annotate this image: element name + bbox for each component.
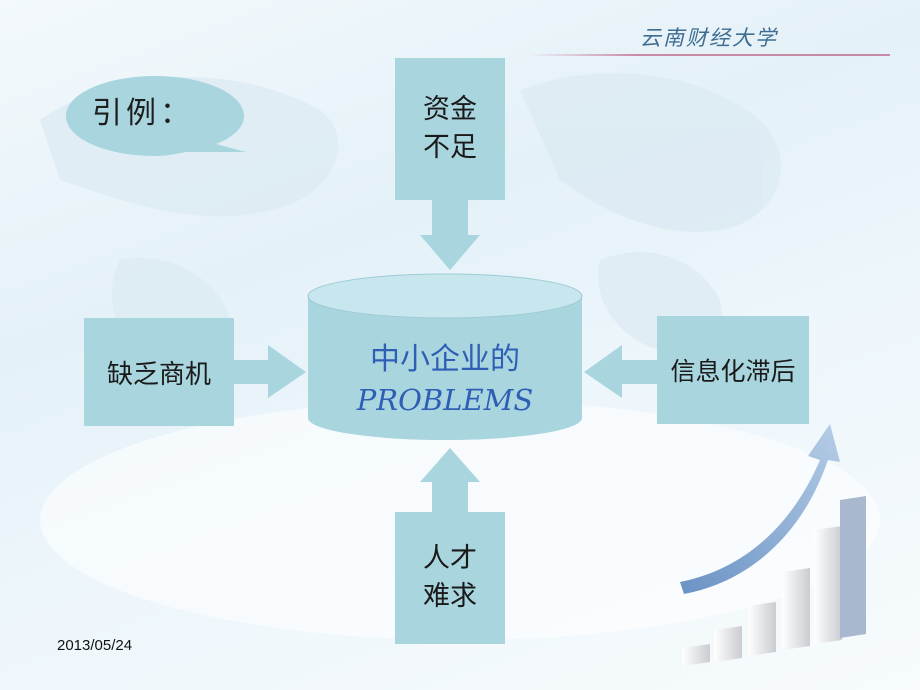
growth-bars [682, 496, 866, 666]
cause-top-line-2: 不足 [423, 132, 477, 163]
center-line-2: PROBLEMS [356, 383, 534, 417]
cause-box-opportunity: 缺乏商机 [84, 318, 234, 426]
header-rule [530, 54, 890, 56]
growth-arrow [680, 424, 840, 594]
cause-box-talent: 人才 难求 [395, 512, 505, 644]
cause-top-line-1: 资金 [423, 94, 477, 125]
cause-left-text: 缺乏商机 [106, 359, 211, 390]
cause-box-informatization: 信息化滞后 [657, 316, 809, 424]
problem-cylinder [307, 273, 583, 440]
arrow-up [420, 448, 480, 512]
bubble-label: 引例： [92, 96, 194, 131]
university-name: 云南财经大学 [640, 26, 778, 50]
cause-bottom-line-2: 难求 [423, 581, 477, 612]
cause-right-text: 信息化滞后 [670, 357, 796, 386]
center-line-1: 中小企业的 [370, 342, 520, 377]
arrow-down [420, 200, 480, 270]
slide-date: 2013/05/24 [57, 637, 133, 654]
growth-chart-icon [680, 424, 866, 666]
speech-bubble [66, 76, 246, 156]
cause-box-funding: 资金 不足 [395, 58, 505, 200]
arrow-left [584, 345, 657, 398]
cause-bottom-line-1: 人才 [423, 543, 477, 574]
center-label: 中小企业的 PROBLEMS [320, 340, 570, 420]
arrow-right [234, 345, 306, 398]
